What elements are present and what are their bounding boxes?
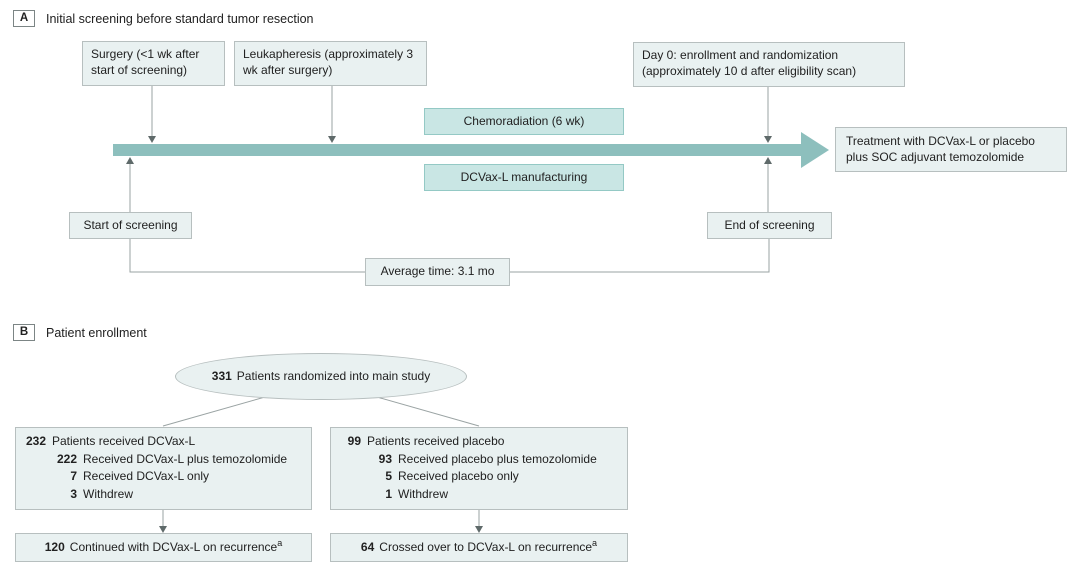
average-time-box: Average time: 3.1 mo bbox=[365, 258, 510, 286]
row-label: Received placebo plus temozolomide bbox=[398, 451, 597, 466]
arm-row: 222 Received DCVax-L plus temozolomide bbox=[16, 452, 311, 470]
row-label: Received DCVax-L plus temozolomide bbox=[83, 451, 288, 466]
end-of-screening-box: End of screening bbox=[707, 212, 832, 239]
row-count: 222 bbox=[56, 451, 77, 466]
arrowhead-down-day0 bbox=[764, 136, 772, 143]
timeline-arrow-bar bbox=[113, 144, 801, 156]
panel-b-label: B bbox=[13, 324, 35, 341]
arrowhead-up-start-screening bbox=[126, 157, 134, 164]
line-randomized-to-dcvax bbox=[162, 396, 266, 427]
chemoradiation-box: Chemoradiation (6 wk) bbox=[424, 108, 624, 135]
row-label: Patients received DCVax-L bbox=[52, 434, 196, 448]
panel-a-label: A bbox=[13, 10, 35, 27]
row-label: Received DCVax-L only bbox=[83, 469, 210, 483]
arrowhead-down-dcvax-outcome bbox=[159, 526, 167, 533]
row-count: 7 bbox=[70, 469, 77, 483]
arm-row: 7 Received DCVax-L only bbox=[16, 469, 311, 487]
row-count: 3 bbox=[70, 486, 77, 501]
row-count: 99 bbox=[347, 434, 361, 448]
dcvax-arm-box: 232 Patients received DCVax-L 222 Receiv… bbox=[15, 427, 312, 510]
arm-row: 99 Patients received placebo bbox=[331, 434, 627, 452]
outcome-count: 120 bbox=[44, 539, 65, 554]
surgery-box: Surgery (<1 wk after start of screening) bbox=[82, 41, 225, 86]
panel-b-title: Patient enrollment bbox=[46, 326, 147, 340]
day0-randomization-box: Day 0: enrollment and randomization (app… bbox=[633, 42, 905, 87]
timeline-arrowhead bbox=[801, 132, 829, 168]
treatment-box: Treatment with DCVax-L or placebo plus S… bbox=[835, 127, 1067, 172]
outcome-count: 64 bbox=[360, 539, 375, 554]
arrowhead-down-leukapheresis bbox=[328, 136, 336, 143]
footnote-marker: a bbox=[592, 537, 598, 548]
randomized-count: 331 bbox=[211, 368, 232, 383]
row-count: 232 bbox=[25, 434, 46, 448]
row-label: Withdrew bbox=[398, 486, 449, 501]
row-count: 5 bbox=[385, 469, 392, 483]
row-label: Withdrew bbox=[83, 486, 134, 501]
row-label: Received placebo only bbox=[398, 469, 519, 483]
panel-a-title: Initial screening before standard tumor … bbox=[46, 12, 314, 26]
footnote-marker: a bbox=[277, 537, 283, 548]
start-of-screening-box: Start of screening bbox=[69, 212, 192, 239]
line-randomized-to-placebo bbox=[376, 396, 480, 427]
row-count: 93 bbox=[378, 451, 392, 466]
row-label: Patients received placebo bbox=[367, 434, 505, 448]
arrowhead-down-placebo-outcome bbox=[475, 526, 483, 533]
arm-row: 232 Patients received DCVax-L bbox=[16, 434, 311, 452]
arm-row: 3 Withdrew bbox=[16, 487, 311, 505]
arm-row: 93 Received placebo plus temozolomide bbox=[331, 452, 627, 470]
placebo-arm-box: 99 Patients received placebo 93 Received… bbox=[330, 427, 628, 510]
arrowhead-down-surgery bbox=[148, 136, 156, 143]
row-count: 1 bbox=[385, 486, 392, 501]
arrowhead-up-end-screening bbox=[764, 157, 772, 164]
dcvax-manufacturing-box: DCVax-L manufacturing bbox=[424, 164, 624, 191]
leukapheresis-box: Leukapheresis (approximately 3 wk after … bbox=[234, 41, 427, 86]
arm-row: 5 Received placebo only bbox=[331, 469, 627, 487]
arm-row: 1 Withdrew bbox=[331, 487, 627, 505]
